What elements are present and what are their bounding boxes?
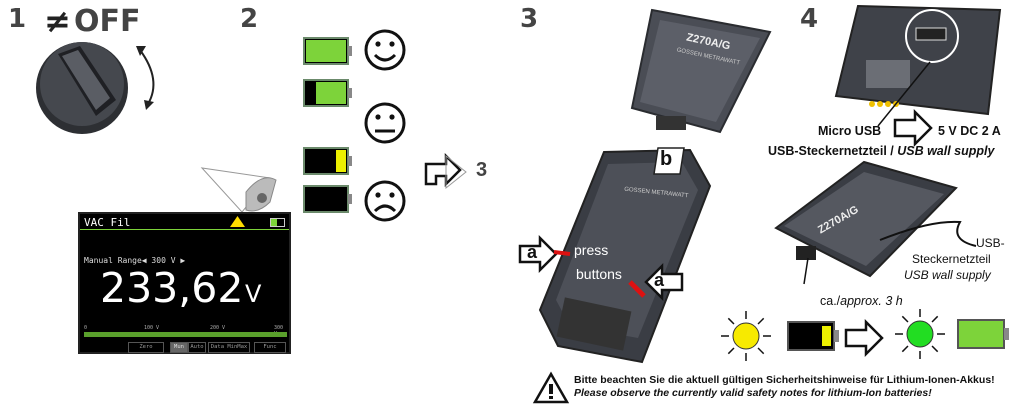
range-indicator: Manual Range◀ 300 V ▶	[84, 256, 186, 265]
supply-label: USB-Steckernetzteil / USB wall supply	[768, 144, 994, 158]
measurement-unit: V	[245, 280, 262, 308]
buttons-text: buttons	[576, 266, 622, 282]
battery-level-icon	[303, 147, 352, 175]
display-battery-icon	[270, 218, 285, 227]
safety-note-de: Bitte beachten Sie die aktuell gültigen …	[574, 374, 995, 386]
press-arrow-right-icon	[628, 262, 684, 302]
scale-tick: 100 V	[144, 325, 160, 331]
display-mode: VAC Fil	[84, 216, 131, 229]
module-underside-usb	[834, 4, 1002, 116]
display-warning-icon	[230, 216, 245, 227]
charging-battery-icon	[787, 321, 839, 351]
duration-en: approx. 3 h	[840, 294, 903, 308]
safety-note-en: Please observe the currently valid safet…	[574, 387, 932, 399]
battery-level-icon	[303, 79, 352, 107]
happy-face-icon	[364, 29, 406, 71]
neutral-face-icon	[364, 102, 406, 144]
usb-en-label: USB wall supply	[904, 268, 991, 282]
usb-de-line1: USB-	[976, 236, 1005, 250]
warning-triangle-icon	[532, 371, 570, 404]
meter-display: VAC Fil Manual Range◀ 300 V ▶ 233,62 V 0…	[78, 212, 291, 354]
press-arrow-left-icon	[518, 234, 571, 274]
battery-level-list	[303, 37, 352, 213]
step-number-2: 2	[240, 4, 259, 34]
step-number-4: 4	[800, 4, 819, 34]
sad-face-icon	[364, 180, 406, 222]
softkey-func[interactable]: Func	[254, 342, 286, 353]
goto-step-number: 3	[476, 159, 488, 181]
usb-connect-arrow-icon	[893, 108, 933, 148]
softkey-data-minmax[interactable]: Data MinMax	[208, 342, 250, 353]
usb-cable	[879, 220, 977, 247]
dial-symbol: ≠	[44, 2, 71, 40]
module-charging	[774, 160, 958, 278]
rotation-arrow-icon	[139, 49, 155, 105]
goto-arrow-icon	[424, 152, 467, 190]
voltage-label: 5 V DC 2 A	[938, 124, 1001, 138]
softkey-zero[interactable]: Zero	[128, 342, 164, 353]
softkey-manual[interactable]: Mun	[170, 342, 188, 353]
supply-label-en: USB wall supply	[897, 144, 995, 158]
battery-level-icon	[303, 37, 352, 65]
rotary-dial-icon	[36, 42, 128, 134]
label-b-box	[653, 147, 685, 175]
dial-off-label: OFF	[74, 4, 141, 39]
softkey-auto[interactable]: Auto	[188, 342, 206, 353]
scale-tick: 0	[84, 325, 88, 331]
bar-graph	[84, 332, 287, 337]
measurement-value: 233,62	[100, 264, 244, 312]
charge-progress-arrow-icon	[844, 318, 884, 358]
step-number-3: 3	[520, 4, 539, 34]
duration-de: ca./	[820, 294, 841, 308]
battery-level-icon	[303, 185, 352, 213]
led-green-icon	[895, 309, 945, 359]
usb-de-line2: Steckernetzteil	[912, 252, 991, 266]
led-yellow-icon	[721, 311, 771, 361]
charged-battery-icon	[957, 319, 1009, 349]
supply-label-de: USB-Steckernetzteil /	[768, 144, 898, 158]
label-b: b	[660, 148, 673, 170]
multimeter-device	[538, 148, 712, 364]
step-number-1: 1	[8, 4, 27, 34]
duration-label: ca./approx. 3 h	[820, 294, 903, 308]
scale-tick: 200 V	[210, 325, 226, 331]
label-a-right: a	[654, 270, 665, 290]
label-a-left: a	[527, 242, 538, 262]
battery-module-z270	[630, 8, 772, 134]
micro-usb-label: Micro USB	[818, 124, 882, 138]
probe-icon	[245, 177, 277, 212]
press-text: press	[574, 242, 609, 258]
